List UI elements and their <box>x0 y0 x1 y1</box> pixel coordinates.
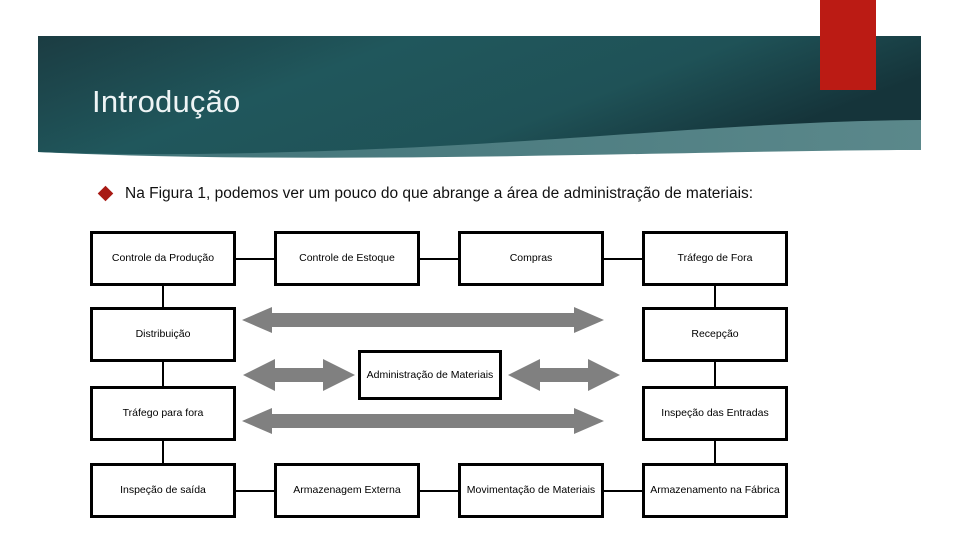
node-label: Controle de Estoque <box>299 252 395 264</box>
node-label: Armazenagem Externa <box>293 484 401 496</box>
connector-line <box>714 286 716 308</box>
connector-line <box>420 258 458 260</box>
connector-line <box>420 490 458 492</box>
bullet-text: Na Figura 1, podemos ver um pouco do que… <box>125 185 754 202</box>
node-label: Compras <box>509 252 553 264</box>
double-arrow-icon <box>508 359 620 391</box>
node-label: Movimentação de Materiais <box>466 484 596 496</box>
connector-line <box>236 258 274 260</box>
node-label: Inspeção das Entradas <box>661 407 769 419</box>
node-controle-de-estoque[interactable]: Controle de Estoque <box>274 231 420 286</box>
bullet-paragraph: Na Figura 1, podemos ver um pouco do que… <box>97 183 800 205</box>
node-label: Tráfego para fora <box>122 407 204 419</box>
node-label: Inspeção de saída <box>120 484 206 496</box>
connector-line <box>603 490 642 492</box>
node-controle-da-producao[interactable]: Controle da Produção <box>90 231 236 286</box>
double-arrow-icon <box>242 408 604 434</box>
connector-line <box>603 258 642 260</box>
node-trafego-de-fora[interactable]: Tráfego de Fora <box>642 231 788 286</box>
node-label: Distribuição <box>135 328 191 340</box>
node-label: Controle da Produção <box>111 252 215 264</box>
connector-line <box>162 362 164 386</box>
connector-line <box>162 441 164 463</box>
node-trafego-para-fora[interactable]: Tráfego para fora <box>90 386 236 441</box>
connector-line <box>714 362 716 386</box>
node-movimentacao-de-materiais[interactable]: Movimentação de Materiais <box>458 463 604 518</box>
node-label: Armazenamento na Fábrica <box>650 484 780 496</box>
node-armazenagem-externa[interactable]: Armazenagem Externa <box>274 463 420 518</box>
node-administracao-de-materiais[interactable]: Administração de Materiais <box>358 350 502 400</box>
connector-line <box>162 286 164 308</box>
node-inspecao-de-saida[interactable]: Inspeção de saída <box>90 463 236 518</box>
node-recepcao[interactable]: Recepção <box>642 307 788 362</box>
node-distribuicao[interactable]: Distribuição <box>90 307 236 362</box>
node-label: Tráfego de Fora <box>677 252 753 264</box>
node-label: Administração de Materiais <box>366 368 494 381</box>
double-arrow-icon <box>242 307 604 333</box>
node-compras[interactable]: Compras <box>458 231 604 286</box>
connector-line <box>236 490 274 492</box>
node-inspecao-das-entradas[interactable]: Inspeção das Entradas <box>642 386 788 441</box>
double-arrow-icon <box>243 359 355 391</box>
connector-line <box>714 441 716 463</box>
node-label: Recepção <box>691 328 739 340</box>
node-armazenamento-na-fabrica[interactable]: Armazenamento na Fábrica <box>642 463 788 518</box>
